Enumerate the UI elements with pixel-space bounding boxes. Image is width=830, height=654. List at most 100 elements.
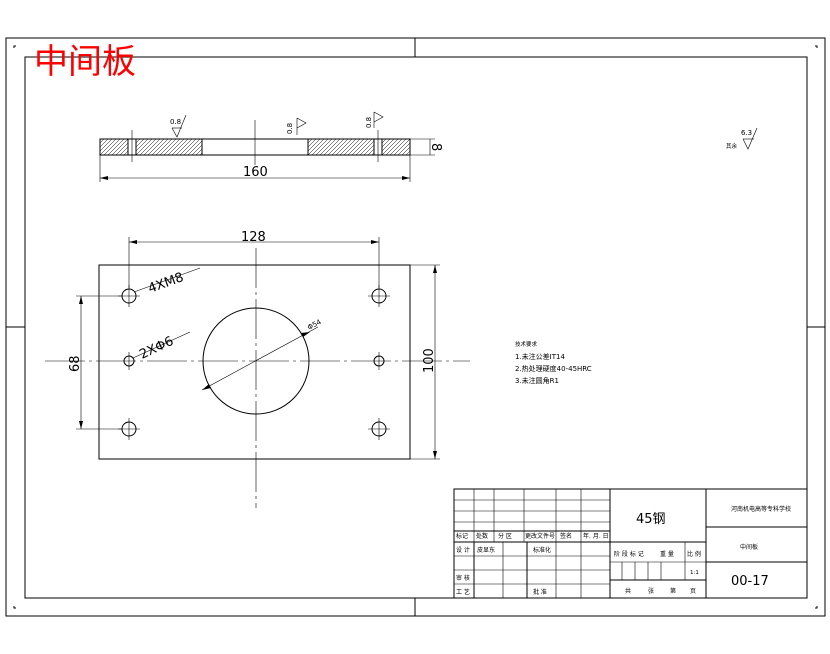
hatch-line <box>327 139 345 155</box>
width-dimension: 100 <box>422 348 437 373</box>
pin-callout: 2XΦ6 <box>137 334 176 363</box>
school-name: 河南机电高等专科学校 <box>731 505 791 513</box>
bore-leader <box>201 326 319 391</box>
svg-text:比 例: 比 例 <box>687 550 701 558</box>
hatch-line <box>288 139 304 155</box>
outer-frame <box>5 37 826 617</box>
hatch-line <box>167 139 185 155</box>
svg-text:标记: 标记 <box>456 532 468 540</box>
corner-tick <box>13 606 16 609</box>
hatch-line <box>100 139 105 144</box>
hatch-line <box>409 154 410 155</box>
hatch-line <box>362 139 378 155</box>
hatch-line <box>351 139 369 155</box>
hatch-line <box>179 139 197 155</box>
hatch-line <box>339 139 357 155</box>
hatch-line <box>308 139 321 152</box>
hatch-line <box>331 139 349 155</box>
hatch-line <box>100 139 113 152</box>
drawing-title: 中间板 <box>34 42 136 82</box>
hatch-line <box>382 139 395 152</box>
hole-spacing-dimension: 128 <box>241 230 266 245</box>
section-view: 0.8 0.8 0.8 8 160 <box>99 111 443 182</box>
hatch-line <box>183 139 201 155</box>
hatch-line <box>308 139 325 155</box>
hatch-line <box>155 139 173 155</box>
tech-item: 3.未注圆角R1 <box>515 376 559 385</box>
pin-hole <box>373 352 385 370</box>
hatch-line <box>136 139 153 155</box>
technical-requirements: 技术要求 1.未注公差IT14 2.热处理硬度40-45HRC 3.未注圆角R1 <box>515 340 592 385</box>
svg-text:页: 页 <box>690 588 696 595</box>
hatch-line <box>335 139 353 155</box>
threaded-hole <box>368 285 390 307</box>
part-name: 中间板 <box>740 543 758 551</box>
thickness-dimension: 8 <box>428 143 443 151</box>
hatch-line <box>163 139 181 155</box>
hatch-line <box>191 144 202 155</box>
roughness-symbol-mid: 0.8 <box>286 117 307 135</box>
hatch-line <box>359 140 374 155</box>
hatch-line <box>401 146 410 155</box>
inner-frame <box>24 56 808 599</box>
svg-text:分 区: 分 区 <box>498 532 512 540</box>
hatch-line <box>343 139 361 155</box>
hatch-line <box>159 139 177 155</box>
svg-text:共: 共 <box>625 587 631 595</box>
scale: 1:1 <box>690 570 699 576</box>
roughness-symbol-right: 0.8 <box>365 111 384 128</box>
hatch-line <box>323 139 341 155</box>
hatch-line <box>308 139 317 148</box>
svg-text:0.8: 0.8 <box>286 123 294 134</box>
roughness-symbol-left: 0.8 <box>170 114 187 138</box>
thread-callout: 4XM8 <box>146 270 186 297</box>
corner-tick <box>13 45 16 48</box>
svg-text:其余: 其余 <box>726 142 738 150</box>
section-hatching <box>100 139 410 155</box>
hatch-line <box>136 139 149 152</box>
svg-text:张: 张 <box>648 587 654 595</box>
hatch-line <box>100 139 109 148</box>
svg-text:皮显东: 皮显东 <box>477 546 495 554</box>
hatch-line <box>123 150 128 155</box>
svg-text:设 计: 设 计 <box>456 546 470 554</box>
hatch-line <box>119 146 128 155</box>
hatch-line <box>315 139 333 155</box>
pin-leader <box>132 331 191 359</box>
hatch-line <box>319 139 337 155</box>
hatch-line <box>103 139 121 155</box>
svg-text:0.8: 0.8 <box>365 117 373 128</box>
hatch-line <box>311 139 329 155</box>
hatch-line <box>100 139 101 140</box>
svg-text:更改文件号: 更改文件号 <box>525 532 555 540</box>
tech-item: 1.未注公差IT14 <box>515 352 565 361</box>
hatch-line <box>115 142 128 155</box>
hatch-line <box>143 139 161 155</box>
hatch-line <box>151 139 169 155</box>
vertical-spacing-dimension: 68 <box>68 355 83 372</box>
hatch-line <box>397 142 410 155</box>
hatch-line <box>363 144 374 155</box>
hatch-line <box>308 139 313 144</box>
hatch-line <box>175 139 193 155</box>
svg-text:重 量: 重 量 <box>660 550 674 558</box>
other-roughness-note: 其余 6.3 <box>726 127 758 150</box>
plan-view: Φ54 4XM8 2XΦ6 128 <box>45 230 470 508</box>
hatch-line <box>107 139 125 155</box>
hatch-line <box>385 139 403 155</box>
hatch-line <box>367 148 374 155</box>
hatch-line <box>347 139 365 155</box>
tech-item: 2.热处理硬度40-45HRC <box>515 364 592 373</box>
threaded-hole <box>368 418 390 440</box>
hatch-line <box>355 139 373 155</box>
svg-text:阶 段 标 记: 阶 段 标 记 <box>614 550 644 558</box>
corner-tick <box>815 606 818 609</box>
hatch-line <box>204 139 220 155</box>
tech-heading: 技术要求 <box>515 340 538 348</box>
svg-text:0.8: 0.8 <box>170 118 181 126</box>
title-block: 45钢 河南机电高等专科学校 中间板 00-17 1:1 标记 处数 分 区 更… <box>453 488 808 599</box>
hatch-line <box>136 139 141 144</box>
hatch-line <box>389 139 407 155</box>
length-dimension: 160 <box>243 165 268 180</box>
